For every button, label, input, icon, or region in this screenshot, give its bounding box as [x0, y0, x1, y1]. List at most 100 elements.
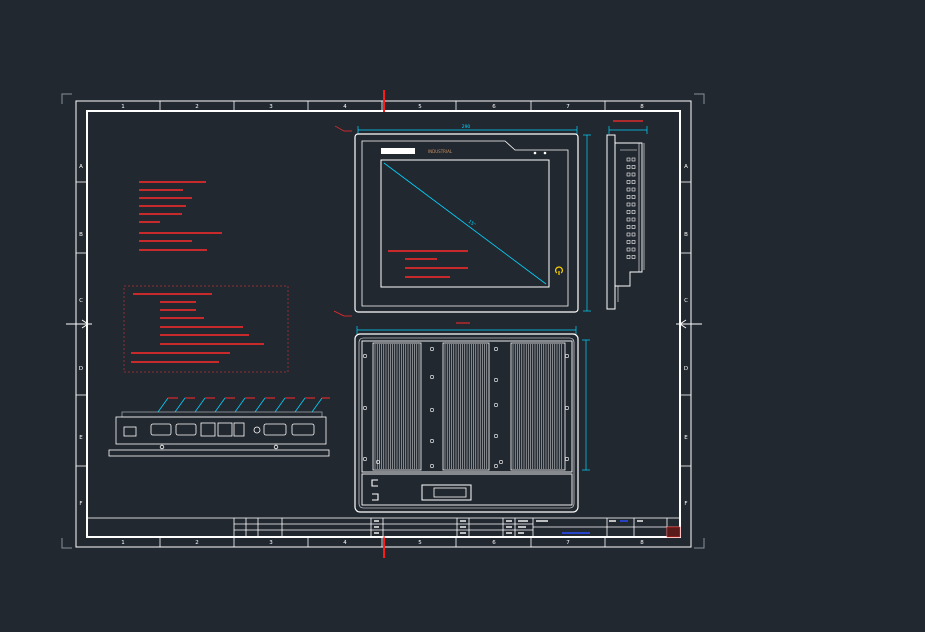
outer-border: [75, 100, 692, 548]
mounting-hole: [429, 463, 434, 468]
display-diagonal: [383, 162, 547, 285]
title-block: [86, 517, 681, 538]
col-label: 2: [195, 104, 199, 110]
side-port: [631, 165, 636, 169]
rj45-port: [233, 422, 245, 437]
row-label-right: D: [684, 366, 688, 372]
heatsink-frame: [361, 340, 573, 473]
side-port: [626, 187, 631, 192]
side-port: [631, 172, 636, 177]
io-panel-base: [108, 449, 330, 457]
indicator-led: [533, 151, 537, 155]
mounting-hole: [493, 377, 498, 382]
db9-port: [175, 423, 197, 436]
mounting-hole: [498, 459, 503, 464]
side-port: [631, 195, 636, 199]
col-label: 7: [566, 540, 570, 546]
heatsink-fins: [374, 344, 562, 469]
front-bezel-outer: [354, 133, 579, 313]
row-label-right: F: [684, 501, 687, 507]
label-plate: [421, 484, 472, 501]
side-port: [626, 255, 631, 259]
side-port: [626, 172, 631, 177]
side-view: [606, 120, 648, 310]
mounting-hole: [429, 346, 434, 351]
row-label-left: B: [79, 232, 83, 238]
technical-notes: [139, 181, 222, 251]
mounting-hole: [564, 353, 569, 358]
side-port: [626, 165, 631, 169]
mounting-hole: [493, 346, 498, 351]
side-port: [626, 180, 631, 184]
centering-marks: [66, 90, 702, 558]
indicator-led: [543, 151, 547, 155]
front-width-label: 290: [462, 124, 471, 130]
side-bezel: [606, 134, 616, 310]
zone-labels: 1 2 3 4 5 6 7 8 1 2 3 4 5 6 7 8 A B C D …: [79, 104, 688, 546]
spec-notes-box: [123, 285, 289, 373]
side-port: [631, 180, 636, 184]
heatsink-block: [442, 342, 490, 471]
side-housing: [615, 142, 643, 287]
side-port: [626, 195, 631, 199]
db9-port: [150, 423, 172, 436]
power-icon: [555, 266, 563, 275]
front-view: 290 INDUSTRIAL 15": [334, 124, 591, 313]
side-port: [631, 240, 636, 244]
display-area: [380, 159, 550, 288]
rj45-port: [200, 422, 216, 437]
col-label: 5: [418, 104, 422, 110]
row-label-left: A: [79, 164, 83, 170]
row-label-left: C: [79, 298, 83, 304]
col-label: 1: [121, 104, 125, 110]
side-port: [631, 247, 636, 252]
cable-clip: [372, 493, 379, 501]
io-panel-view: [108, 397, 330, 457]
side-port: [631, 217, 636, 222]
side-port: [626, 247, 631, 252]
side-port: [631, 232, 636, 237]
side-port: [631, 210, 636, 214]
side-port: [626, 202, 631, 207]
row-label-right: B: [684, 232, 688, 238]
back-housing: [354, 333, 579, 513]
mounting-hole: [564, 456, 569, 461]
mounting-hole: [362, 353, 367, 358]
col-label: 8: [640, 104, 644, 110]
side-port: [626, 240, 631, 244]
col-label: 4: [343, 104, 347, 110]
col-label: 8: [640, 540, 644, 546]
rj45-port: [217, 422, 233, 437]
side-port: [631, 225, 636, 229]
side-port: [626, 225, 631, 229]
col-label: 1: [121, 540, 125, 546]
side-port: [626, 157, 631, 162]
back-view: [333, 310, 590, 513]
brand-label: INDUSTRIAL: [428, 149, 453, 154]
zone-ticks: [76, 101, 691, 547]
drawing-frame: [75, 100, 692, 548]
brand-badge: [381, 148, 415, 154]
row-label-right: A: [684, 164, 688, 170]
side-port: [626, 217, 631, 222]
usb-port: [123, 426, 137, 437]
mounting-hole: [493, 402, 498, 407]
front-bezel-inner: [361, 140, 569, 307]
db9-port: [291, 423, 315, 436]
title-block-marker: [666, 526, 681, 538]
mounting-hole: [429, 374, 434, 379]
mounting-hole: [362, 456, 367, 461]
io-callout-leaders: [157, 397, 323, 413]
mounting-hole: [429, 438, 434, 443]
row-label-left: D: [79, 366, 83, 372]
col-label: 6: [492, 104, 496, 110]
col-label: 6: [492, 540, 496, 546]
row-label-left: F: [79, 501, 82, 507]
col-label: 3: [269, 104, 273, 110]
back-lower-panel: [361, 473, 573, 506]
heatsink-block: [372, 342, 422, 471]
col-label: 7: [566, 104, 570, 110]
side-port: [631, 202, 636, 207]
side-port: [631, 187, 636, 192]
